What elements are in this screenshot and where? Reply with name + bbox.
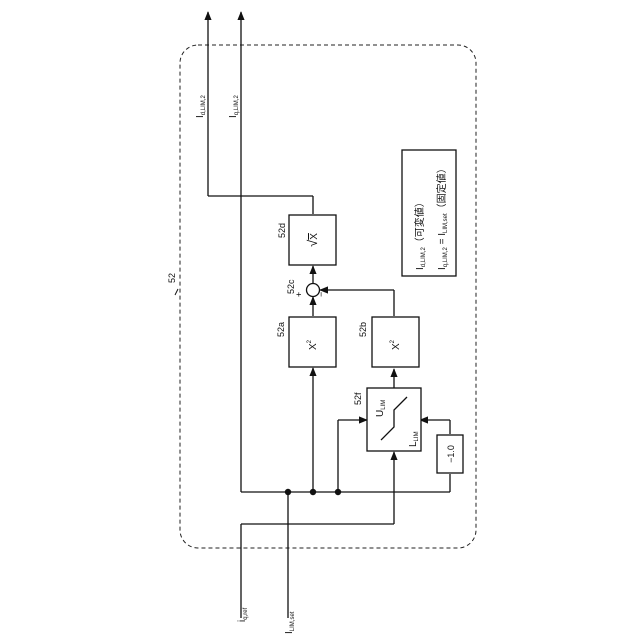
block-gain-neg: −1.0 [437,435,463,473]
block-52d-ref: 52d [277,223,287,238]
block-52d: √X 52d [277,215,336,265]
block-52-leader [175,289,178,295]
block-52f-ref: 52f [353,392,363,405]
block-52a: X2 52a [276,317,336,367]
block-52b: X2 52b [358,317,419,367]
input-ilimset-label: ILIM,set [284,611,296,634]
input-iqref-label: iq,ref [237,607,249,622]
junction-dot [335,489,341,495]
svg-text:−: − [316,292,326,297]
junction-dot [285,489,291,495]
output-iqlim2-label: Iq,LIM,2 [228,95,240,118]
output-idlim2-label: Id,LIM,2 [195,95,207,118]
svg-text:−1.0: −1.0 [446,445,456,463]
block-52a-ref: 52a [276,322,286,337]
block-52-label: 52 [167,273,177,283]
summer-52c-ref: 52c [286,279,296,294]
summer-52c: + − 52c [286,279,326,297]
junction-dot [310,489,316,495]
legend-box: Id,LIM,2（可変値） Iq,LIM,2 = ILIM,set（固定値） [402,150,456,276]
block-52b-ref: 52b [358,322,368,337]
block-52-boundary [180,45,476,548]
